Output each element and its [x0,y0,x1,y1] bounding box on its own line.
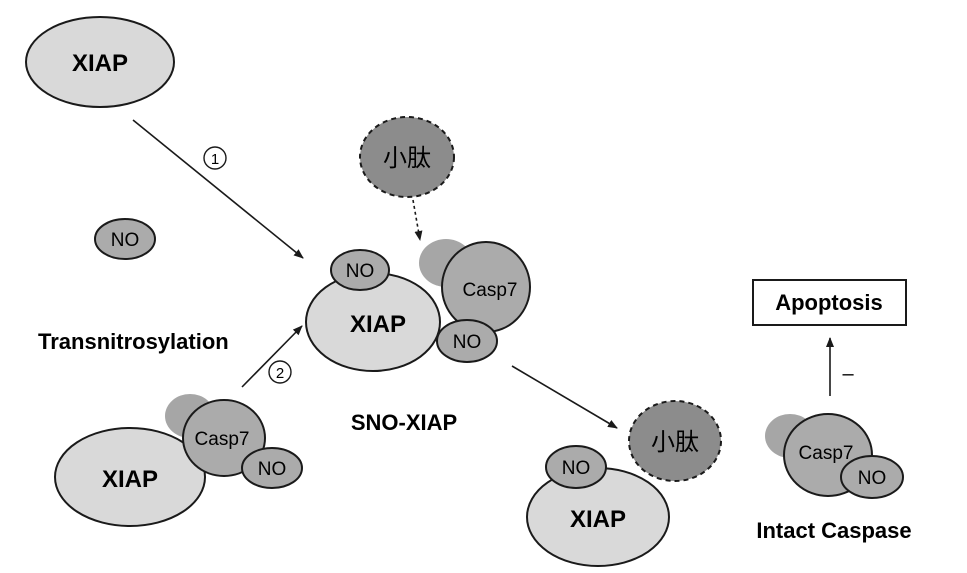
xiap-label: XIAP [72,50,128,77]
peptide-bottom [628,400,722,482]
minus-sign: – [842,363,854,385]
xiap-left [54,427,206,527]
peptide-label: 小肽 [383,145,431,172]
no-center-top [330,249,390,291]
step-1-marker: 1 [203,146,227,170]
free-xiap-top: XIAP [25,16,175,108]
sno-xiap-peptide-complex: XIAP NO 小肽 [526,400,722,567]
arrow-step-1 [132,119,304,259]
step-2-label: 2 [276,365,284,382]
step-2-marker: 2 [268,360,292,384]
casp7-left-label: Casp7 [195,429,250,450]
no-right-label: NO [858,468,887,489]
arrow-peptide-binding [412,199,423,241]
free-no: NO [94,218,156,260]
intact-caspase-label: Intact Caspase [756,518,911,543]
casp7-center-label: Casp7 [463,280,518,301]
no-center-right [436,319,498,363]
xiap-bottom-label: XIAP [570,506,626,533]
xiap-left-label: XIAP [102,466,158,493]
casp7-left [182,399,266,477]
xiap-casp7-complex: XIAP Casp7 NO [54,394,303,527]
transnitrosylation-label: Transnitrosylation [38,329,229,354]
no-label: NO [111,230,140,251]
no-bottom-label: NO [562,458,591,479]
no-center-top-label: NO [346,261,375,282]
no-center-right-label: NO [453,332,482,353]
peptide-top: 小肽 [359,116,455,198]
apoptosis-box: Apoptosis [752,279,907,326]
no-left [241,447,303,489]
casp7-right-label: Casp7 [799,443,854,464]
arrow-to-product [511,365,618,429]
peptide-bottom-label: 小肽 [651,429,699,456]
no-right [840,455,904,499]
no-left-label: NO [258,459,287,480]
xiap-center-label: XIAP [350,311,406,338]
intact-caspase-complex: Casp7 NO [765,413,904,499]
sno-xiap-complex: XIAP Casp7 NO NO [305,239,531,372]
no-bottom [545,445,607,489]
arrow-step-2 [241,325,303,388]
sno-xiap-label: SNO-XIAP [351,410,457,435]
step-1-label: 1 [211,151,219,168]
apoptosis-label: Apoptosis [775,290,883,315]
